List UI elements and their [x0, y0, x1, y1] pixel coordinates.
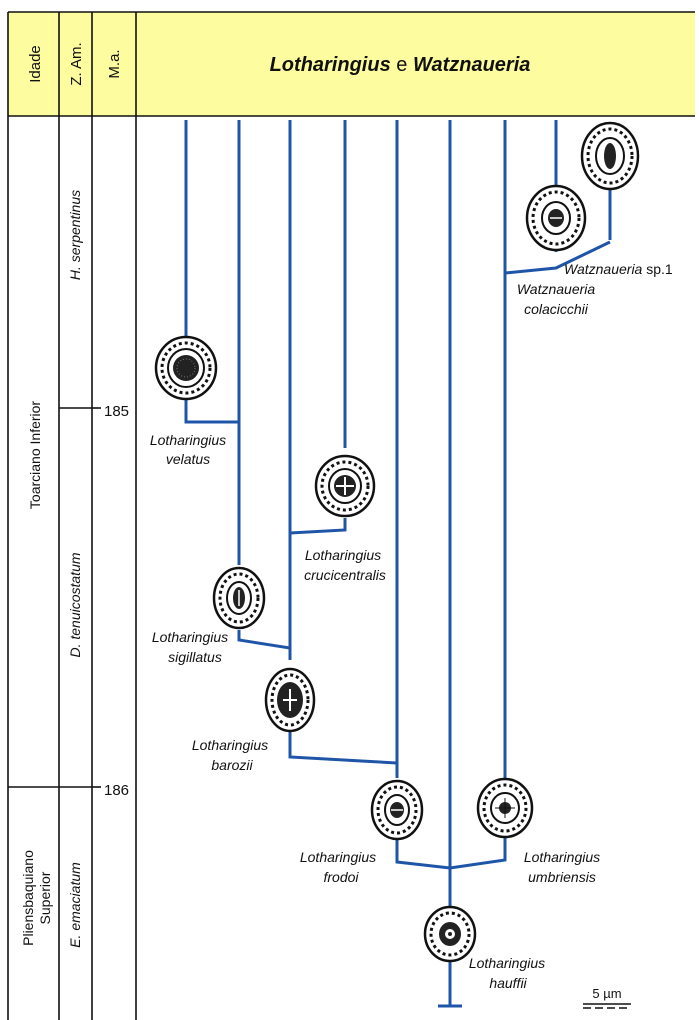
label-crucicentralis-genus: Lotharingius — [305, 547, 381, 563]
figure-title: Lotharingius e Watznaueria — [270, 54, 531, 76]
tick-185: 185 — [104, 403, 129, 420]
label-sigillatus-species: sigillatus — [168, 649, 222, 665]
label-umbriensis-genus: Lotharingius — [524, 849, 600, 865]
coccolith-icon — [314, 454, 376, 518]
coccolith-icon — [423, 905, 477, 963]
zone-column-header: Z. Am. — [68, 42, 85, 85]
label-umbriensis-species: umbriensis — [528, 869, 596, 885]
lineage-lines — [184, 120, 612, 1008]
label-colacicchii-genus: Watznaueria — [517, 281, 596, 297]
age-column-header: Idade — [27, 45, 44, 83]
title-genus-1: Lotharingius — [270, 54, 391, 76]
scale-bar-label: 5 µm — [592, 986, 621, 1001]
label-barozii-species: barozii — [211, 757, 253, 773]
coccolith-icon — [370, 779, 424, 841]
label-watznaueria-sp1: Watznaueria sp.1 — [564, 261, 673, 277]
label-sigillatus-genus: Lotharingius — [152, 629, 228, 645]
coccolith-icon — [264, 667, 316, 733]
coccolith-icon — [154, 335, 218, 401]
label-velatus-genus: Lotharingius — [150, 432, 226, 448]
zone-h-serpentinus: H. serpentinus — [67, 190, 83, 280]
age-toarciano-inferior: Toarciano Inferior — [27, 401, 43, 510]
title-connector: e — [391, 54, 413, 76]
label-hauffii-genus: Lotharingius — [469, 955, 545, 971]
tick-186: 186 — [104, 782, 129, 799]
age-superior: Superior — [37, 871, 53, 924]
label-velatus-species: velatus — [166, 451, 210, 467]
label-frodoi-species: frodoi — [323, 869, 359, 885]
label-crucicentralis-species: crucicentralis — [304, 567, 386, 583]
label-barozii-genus: Lotharingius — [192, 737, 268, 753]
header-band — [8, 12, 695, 116]
age-pliensbaquiano: Pliensbaquiano — [20, 850, 36, 946]
coccolith-icon — [580, 121, 640, 191]
title-genus-2: Watznaueria — [413, 54, 530, 76]
coccolith-icon — [476, 777, 534, 839]
zone-d-tenuicostatum: D. tenuicostatum — [67, 552, 83, 657]
label-watz-sp1-suffix: sp.1 — [642, 261, 673, 277]
zone-e-emaciatum: E. emaciatum — [67, 862, 83, 948]
coccolith-icon — [212, 566, 266, 630]
label-frodoi-genus: Lotharingius — [300, 849, 376, 865]
label-colacicchii-species: colacicchii — [524, 301, 589, 317]
ma-column-header: M.a. — [106, 49, 123, 78]
table-frame — [7, 11, 695, 1020]
coccolith-icon — [525, 184, 587, 252]
label-watz-sp1-genus: Watznaueria — [564, 261, 643, 277]
scale-bar: 5 µm — [583, 986, 631, 1009]
label-hauffii-species: hauffii — [489, 975, 527, 991]
